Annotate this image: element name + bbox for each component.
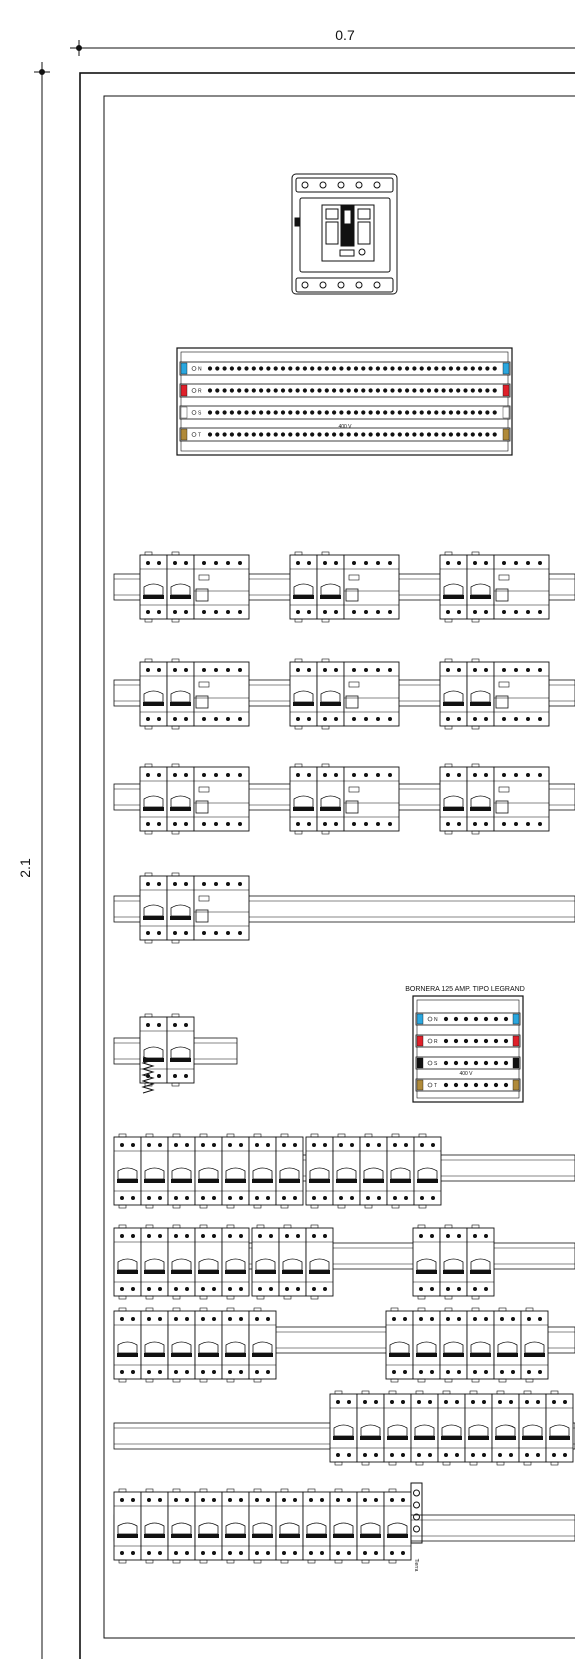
phase-color-right [502,428,510,441]
height-dimension-label: 2.1 [17,858,33,878]
phase-label: T [434,1083,437,1089]
small-busbar-caption: BORNERA 125 AMP. TIPO LEGRAND [405,986,525,993]
circuit-breaker-group [305,1133,442,1209]
height-dimension [34,62,50,1659]
busbar-phase-N: N [415,1012,521,1026]
phase-color-left [416,1057,424,1069]
width-dimension-label: 0.7 [335,27,355,43]
modular-devices [113,551,574,1564]
small-busbar-voltage-label: 400 V [459,1071,473,1077]
circuit-breaker-group [289,551,400,623]
circuit-breaker-group [139,1013,195,1087]
circuit-breaker-group [329,1390,574,1466]
phase-color-left [180,362,188,375]
earth-terminal-label: Tierra [413,1559,419,1572]
phase-label: T [198,433,201,439]
busbar-phase-R: R [179,383,511,398]
phase-color-left [416,1079,424,1091]
circuit-breaker-group [289,763,400,835]
phase-color-right [502,362,510,375]
width-dimension [70,40,575,56]
circuit-breaker-group [412,1224,495,1300]
phase-color-left [180,406,188,419]
phase-color-left [416,1013,424,1025]
circuit-breaker-group [139,551,250,623]
phase-label: N [434,1017,438,1023]
busbar-phase-T: T [415,1078,521,1092]
earth-terminal-block [410,1482,423,1544]
circuit-breaker-group [113,1224,250,1300]
phase-color-left [180,384,188,397]
phase-label: S [198,411,202,417]
circuit-breaker-group [439,658,550,730]
phase-label: R [434,1039,438,1045]
circuit-breaker-group [385,1307,549,1383]
phase-color-right [502,384,510,397]
circuit-breaker-group [289,658,400,730]
main-busbar-voltage-label: 400 V [338,424,352,430]
circuit-breaker-group [139,658,250,730]
phase-label: S [434,1061,438,1067]
main-busbar: N R S T 400 V [176,347,513,456]
circuit-breaker-group [113,1307,277,1383]
phase-color-right [512,1035,520,1047]
circuit-breaker-group [113,1133,304,1209]
circuit-breaker-group [139,763,250,835]
circuit-breaker-group [113,1488,412,1564]
phase-color-left [180,428,188,441]
circuit-breaker-group [439,763,550,835]
busbar-phase-R: R [415,1034,521,1048]
phase-color-right [512,1013,520,1025]
circuit-breaker-group [251,1224,334,1300]
spring-cable [141,1056,155,1094]
phase-color-right [512,1079,520,1091]
main-circuit-breaker [291,173,398,295]
small-busbar: BORNERA 125 AMP. TIPO LEGRAND N R S T 400 V [405,986,525,1103]
enclosure-inner-frame [103,95,575,1639]
phase-color-right [502,406,510,419]
busbar-phase-S: S [415,1056,521,1070]
phase-label: R [198,389,202,395]
busbar-phase-T: T [179,427,511,442]
circuit-breaker-group [139,872,250,944]
circuit-breaker-group [439,551,550,623]
enclosure-outer-frame [79,72,575,1659]
phase-label: N [198,367,202,373]
busbar-phase-N: N [179,361,511,376]
busbar-phase-S: S [179,405,511,420]
phase-color-left [416,1035,424,1047]
phase-color-right [512,1057,520,1069]
